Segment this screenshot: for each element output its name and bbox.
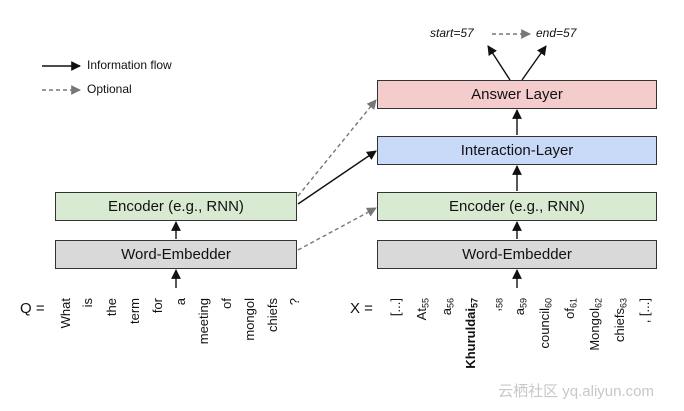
question-encoder-box: Encoder (e.g., RNN) bbox=[55, 192, 297, 221]
answer-layer-box: Answer Layer bbox=[377, 80, 657, 109]
legend-info-flow-label: Information flow bbox=[87, 58, 172, 72]
question-token: meeting bbox=[196, 298, 211, 345]
context-token-index: 56 bbox=[445, 298, 456, 309]
context-equals-label: X = bbox=[350, 300, 373, 317]
context-token-text: chiefs bbox=[612, 308, 627, 342]
output-start-label: start=57 bbox=[430, 26, 474, 40]
arrow-answer-to-end bbox=[521, 45, 547, 81]
arrow-question-embedder-to-context-encoder-optional bbox=[297, 207, 377, 251]
context-token-index: 62 bbox=[593, 298, 604, 309]
context-token-text: , bbox=[488, 308, 503, 312]
context-token: Mongol62 bbox=[587, 298, 604, 351]
context-token: chiefs63 bbox=[612, 298, 629, 342]
watermark: 云栖社区 yq.aliyun.com bbox=[498, 383, 654, 400]
context-token-index: 63 bbox=[618, 298, 629, 309]
context-token-text: Khuruldai bbox=[463, 308, 478, 369]
context-token-text: Mongol bbox=[587, 308, 602, 351]
question-embedder-box: Word-Embedder bbox=[55, 240, 297, 269]
context-token-text: council bbox=[537, 308, 552, 349]
context-token: [...] bbox=[388, 298, 405, 316]
output-end-label: end=57 bbox=[536, 26, 577, 40]
context-token: ,58 bbox=[488, 298, 505, 312]
question-token: for bbox=[150, 298, 165, 314]
arrow-answer-to-start bbox=[487, 45, 511, 81]
context-embedder-box: Word-Embedder bbox=[377, 240, 657, 269]
context-token-index: 60 bbox=[543, 298, 554, 309]
context-token: council60 bbox=[537, 298, 554, 348]
question-equals-label: Q = bbox=[20, 300, 45, 317]
context-token: At55 bbox=[414, 298, 431, 320]
context-token-text: [...] bbox=[388, 298, 403, 317]
question-token: term bbox=[127, 298, 142, 324]
context-encoder-box: Encoder (e.g., RNN) bbox=[377, 192, 657, 221]
context-token-index: 59 bbox=[518, 298, 529, 309]
question-token: mongol bbox=[242, 298, 257, 341]
context-token-index: 57 bbox=[469, 298, 480, 309]
question-token: ? bbox=[287, 298, 302, 306]
context-token: a56 bbox=[439, 298, 456, 315]
arrow-question-encoder-to-answer-optional bbox=[297, 99, 377, 197]
context-token-answer: Khuruldai57 bbox=[463, 298, 480, 369]
question-token: chiefs bbox=[265, 298, 280, 332]
question-token: of bbox=[219, 298, 234, 309]
question-token: the bbox=[104, 298, 119, 317]
context-token-text: , [...] bbox=[637, 298, 652, 324]
context-token: a59 bbox=[512, 298, 529, 315]
context-token-text: of bbox=[562, 308, 577, 319]
context-token-index: 55 bbox=[420, 298, 431, 309]
context-token: of61 bbox=[562, 298, 579, 319]
context-token-index: 61 bbox=[568, 298, 579, 309]
question-token: What bbox=[58, 298, 73, 329]
context-token-text: a bbox=[439, 308, 454, 316]
legend-optional-label: Optional bbox=[87, 82, 132, 96]
interaction-layer-box: Interaction-Layer bbox=[377, 136, 657, 165]
context-token-text: a bbox=[512, 308, 527, 316]
question-token: is bbox=[80, 298, 95, 308]
arrow-question-encoder-to-interaction bbox=[297, 150, 377, 205]
context-token-index: 58 bbox=[494, 298, 505, 309]
context-token: , [...] bbox=[637, 298, 654, 323]
question-token: a bbox=[173, 298, 188, 306]
context-token-text: At bbox=[414, 308, 429, 321]
